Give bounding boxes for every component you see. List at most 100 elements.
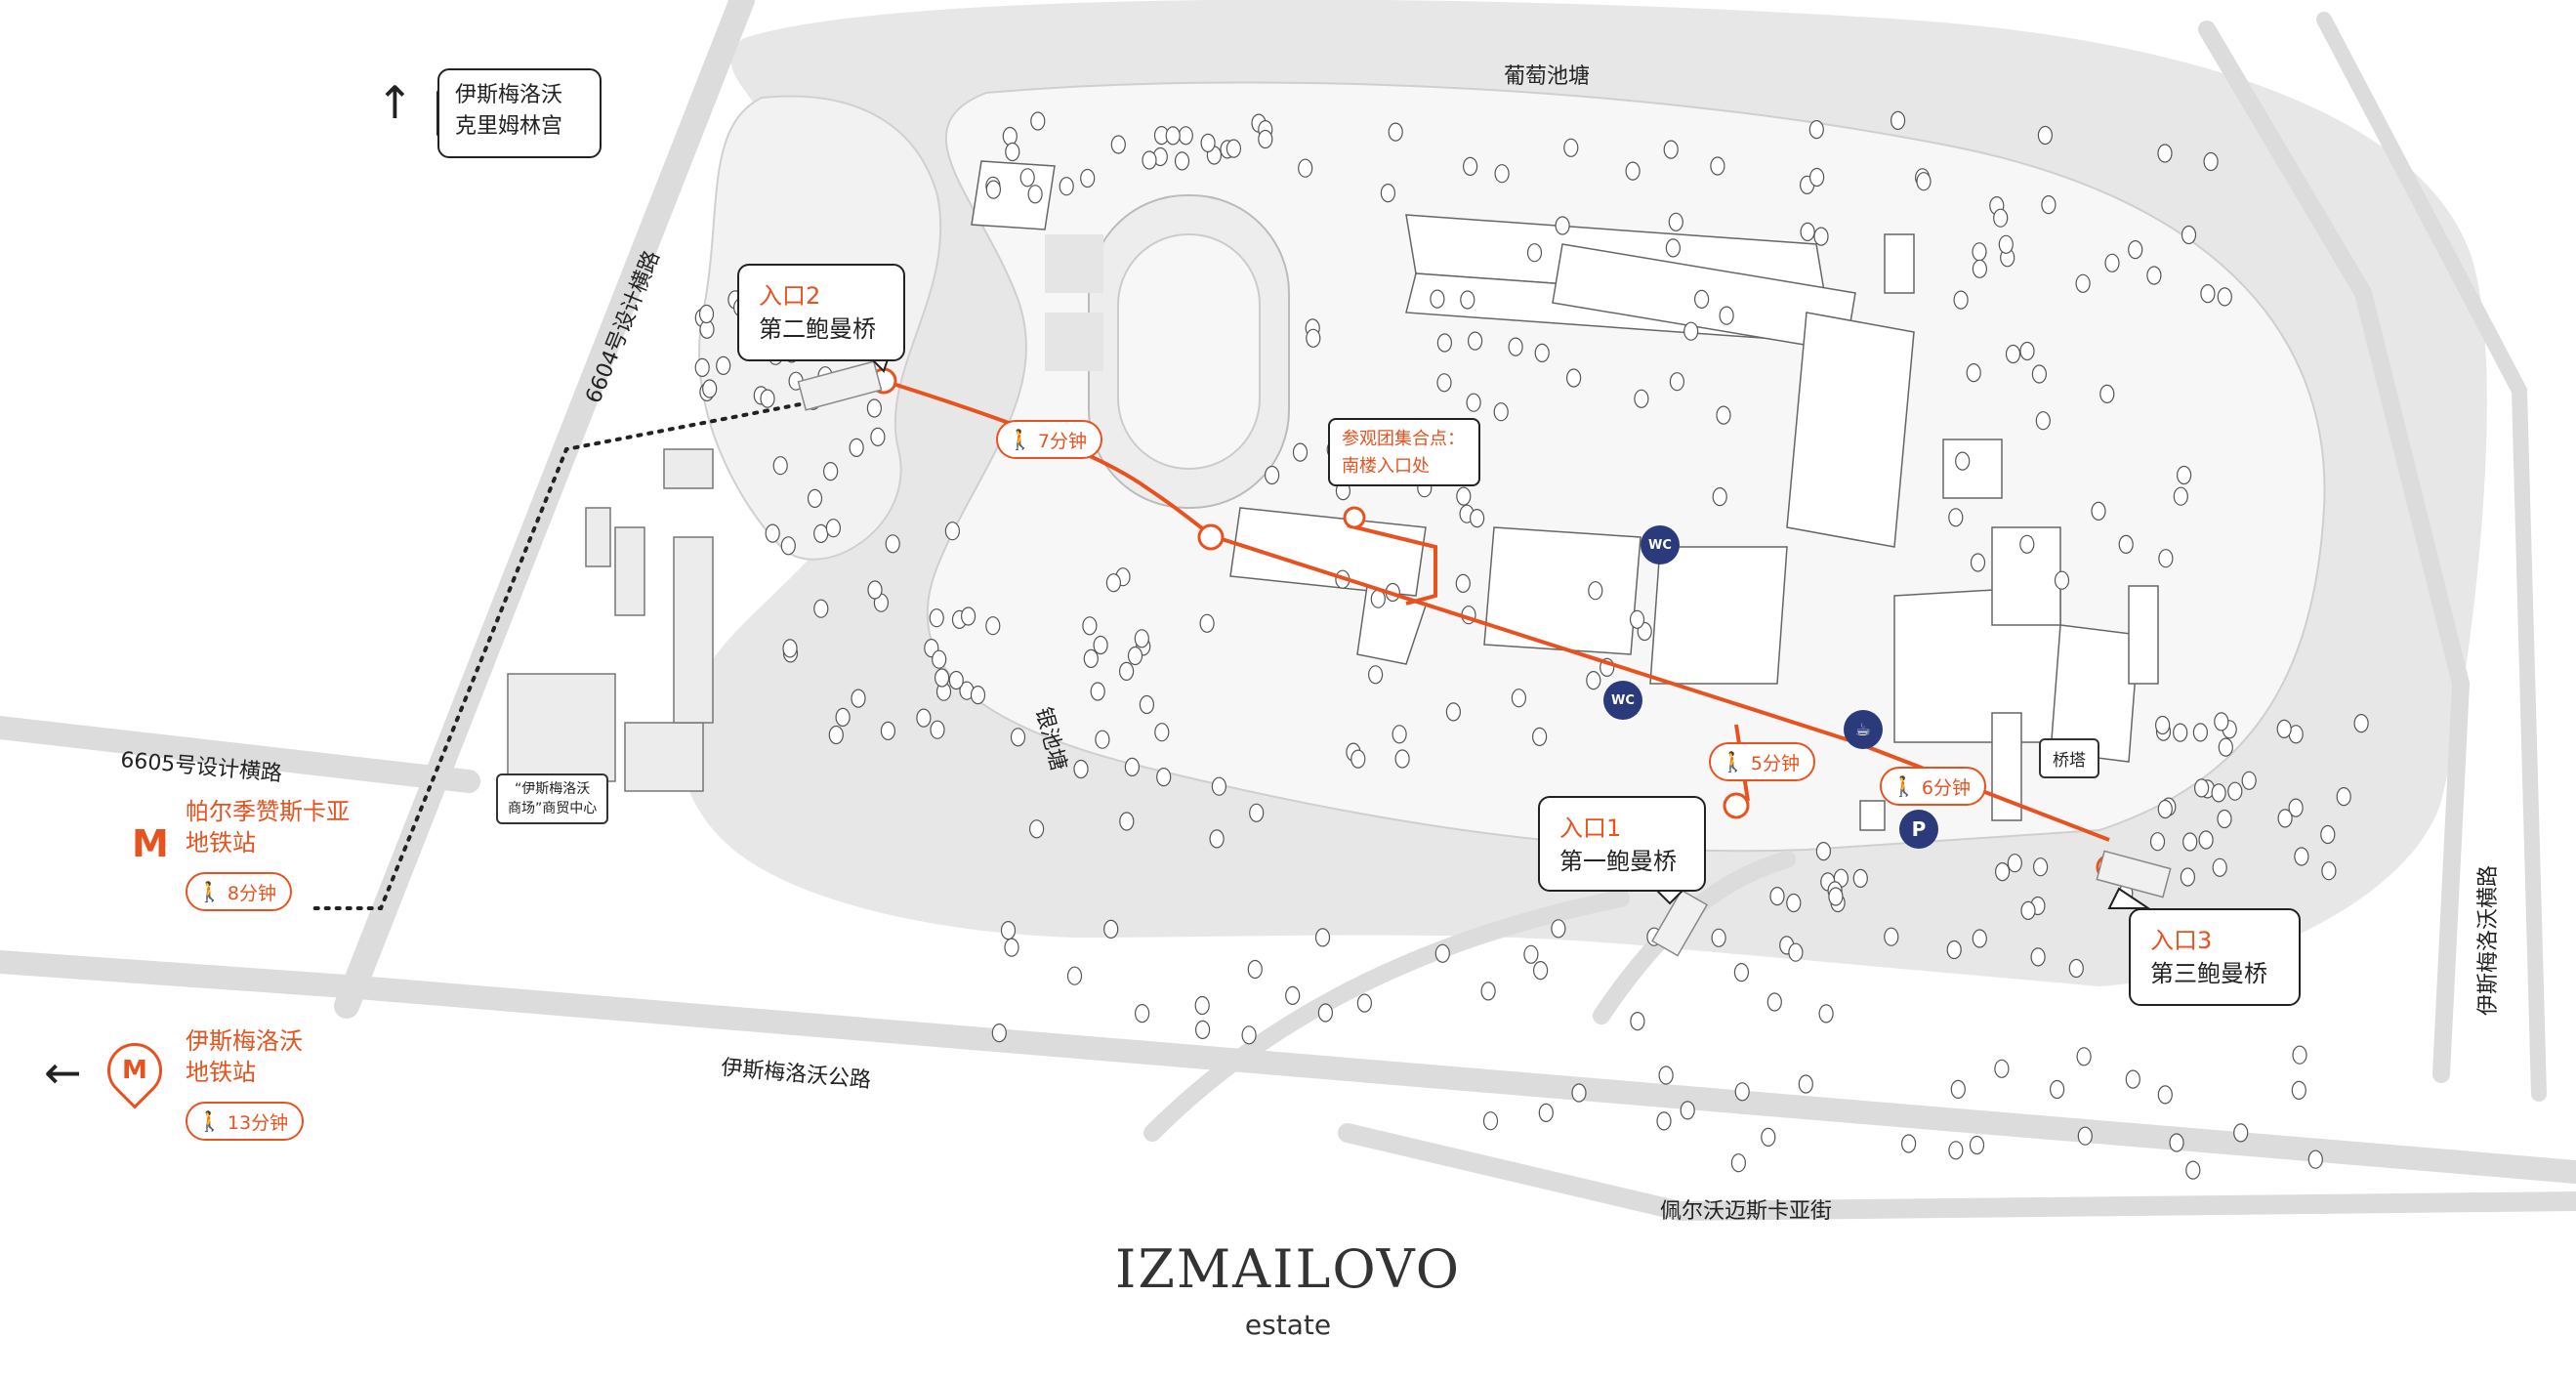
tree bbox=[1124, 757, 1141, 777]
tree bbox=[2030, 947, 2046, 967]
trade-center-label: “伊斯梅洛沃 商场”商贸中心 bbox=[496, 773, 609, 824]
tree bbox=[1712, 487, 1727, 507]
tree bbox=[1436, 373, 1452, 393]
tree bbox=[1815, 841, 1832, 861]
tree bbox=[1004, 938, 1019, 957]
parking-badge[interactable]: P bbox=[1899, 810, 1938, 849]
tree bbox=[1766, 992, 1782, 1012]
tree bbox=[1534, 343, 1550, 362]
tree bbox=[1630, 1011, 1645, 1031]
tree bbox=[1469, 508, 1485, 528]
tree bbox=[1482, 1111, 1499, 1131]
tree bbox=[1298, 158, 1313, 178]
tree bbox=[1247, 959, 1263, 980]
tree bbox=[1808, 120, 1824, 140]
tree bbox=[2035, 411, 2051, 431]
tree bbox=[1392, 725, 1407, 744]
tree bbox=[1953, 290, 1969, 310]
pervomayskaya-label: 佩尔沃迈斯卡亚街 bbox=[1660, 1199, 1833, 1224]
tree bbox=[2041, 195, 2057, 215]
tree bbox=[2182, 832, 2198, 852]
tree bbox=[1073, 759, 1089, 779]
tree bbox=[2181, 225, 2197, 245]
tree bbox=[1950, 1079, 1966, 1100]
entrance1-callout[interactable]: 入口1 第一鲍曼桥 bbox=[1538, 796, 1706, 892]
tree bbox=[1800, 222, 1815, 241]
tree bbox=[1010, 728, 1026, 747]
tree bbox=[1711, 928, 1726, 947]
tree bbox=[2128, 240, 2143, 260]
tree bbox=[1005, 142, 1020, 162]
tree bbox=[1467, 331, 1483, 351]
tree bbox=[2233, 1123, 2249, 1143]
tree bbox=[1828, 887, 1844, 906]
tree bbox=[813, 599, 829, 618]
tree bbox=[1066, 966, 1083, 985]
kremlin-line1: 伊斯梅洛沃 bbox=[455, 83, 563, 107]
wc-badge[interactable]: WC bbox=[1603, 681, 1642, 720]
tree bbox=[2146, 266, 2162, 285]
tree bbox=[1555, 216, 1570, 235]
tree bbox=[885, 534, 900, 554]
tree bbox=[849, 438, 864, 457]
tree bbox=[1629, 609, 1645, 629]
tree bbox=[1306, 328, 1321, 348]
tree bbox=[2118, 534, 2134, 555]
tree bbox=[822, 462, 839, 481]
tree bbox=[985, 180, 1002, 199]
arrow-left-icon: ← bbox=[44, 1046, 82, 1099]
meeting-line2: 南楼入口处 bbox=[1342, 456, 1430, 477]
metro-partizanskaya[interactable]: 帕尔季赞斯卡亚 地铁站 bbox=[186, 798, 350, 857]
tree bbox=[1156, 767, 1172, 787]
tree bbox=[694, 357, 710, 377]
tree bbox=[2291, 1080, 2306, 1101]
tree bbox=[772, 456, 788, 476]
tree bbox=[1445, 702, 1462, 722]
tree bbox=[929, 608, 944, 628]
tree bbox=[2353, 713, 2369, 733]
tree bbox=[1095, 730, 1110, 749]
tree bbox=[948, 670, 964, 690]
walk-time-5: 🚶5分钟 bbox=[1709, 742, 1815, 781]
tree bbox=[870, 427, 886, 446]
metro-izmailovo[interactable]: 伊斯梅洛沃 地铁站 bbox=[186, 1027, 303, 1086]
wc-badge[interactable]: WC bbox=[1641, 525, 1680, 564]
tree bbox=[851, 689, 866, 708]
tree bbox=[2217, 809, 2232, 829]
tree bbox=[2307, 1149, 2323, 1169]
tree bbox=[1538, 1103, 1554, 1123]
tree bbox=[1030, 111, 1046, 131]
tree bbox=[1625, 161, 1641, 181]
entrance2-subtitle: 第二鲍曼桥 bbox=[759, 315, 876, 343]
tree bbox=[991, 1023, 1007, 1043]
cafe-icon[interactable]: ☕ bbox=[1844, 710, 1883, 749]
tree bbox=[1314, 928, 1331, 947]
tree bbox=[2077, 1126, 2093, 1146]
meeting-point-callout[interactable]: 参观团集合点： 南楼入口处 bbox=[1328, 418, 1480, 486]
tree bbox=[1526, 243, 1543, 263]
tree bbox=[2155, 715, 2171, 735]
tree bbox=[1563, 138, 1579, 157]
entrance3-callout[interactable]: 入口3 第三鲍曼桥 bbox=[2129, 908, 2301, 1006]
tree bbox=[2068, 958, 2084, 979]
tree bbox=[934, 668, 950, 688]
tree bbox=[1884, 927, 1899, 946]
tree bbox=[1178, 126, 1193, 146]
tree bbox=[2292, 1045, 2307, 1065]
entrance2-callout[interactable]: 入口2 第二鲍曼桥 bbox=[737, 264, 905, 361]
tree bbox=[2005, 344, 2021, 364]
tree bbox=[2173, 486, 2188, 506]
tree bbox=[1993, 208, 2009, 228]
city-blocks bbox=[507, 448, 714, 792]
tree bbox=[1710, 156, 1725, 176]
tree bbox=[1669, 372, 1685, 392]
tree bbox=[2321, 861, 2337, 881]
tree bbox=[1317, 1003, 1334, 1023]
tree bbox=[1083, 648, 1099, 669]
tree bbox=[1456, 486, 1472, 506]
tree bbox=[2157, 799, 2173, 819]
tree bbox=[1946, 940, 1962, 960]
tree bbox=[1916, 172, 1932, 191]
kremlin-callout[interactable]: 伊斯梅洛沃 克里姆林宫 bbox=[437, 68, 602, 158]
